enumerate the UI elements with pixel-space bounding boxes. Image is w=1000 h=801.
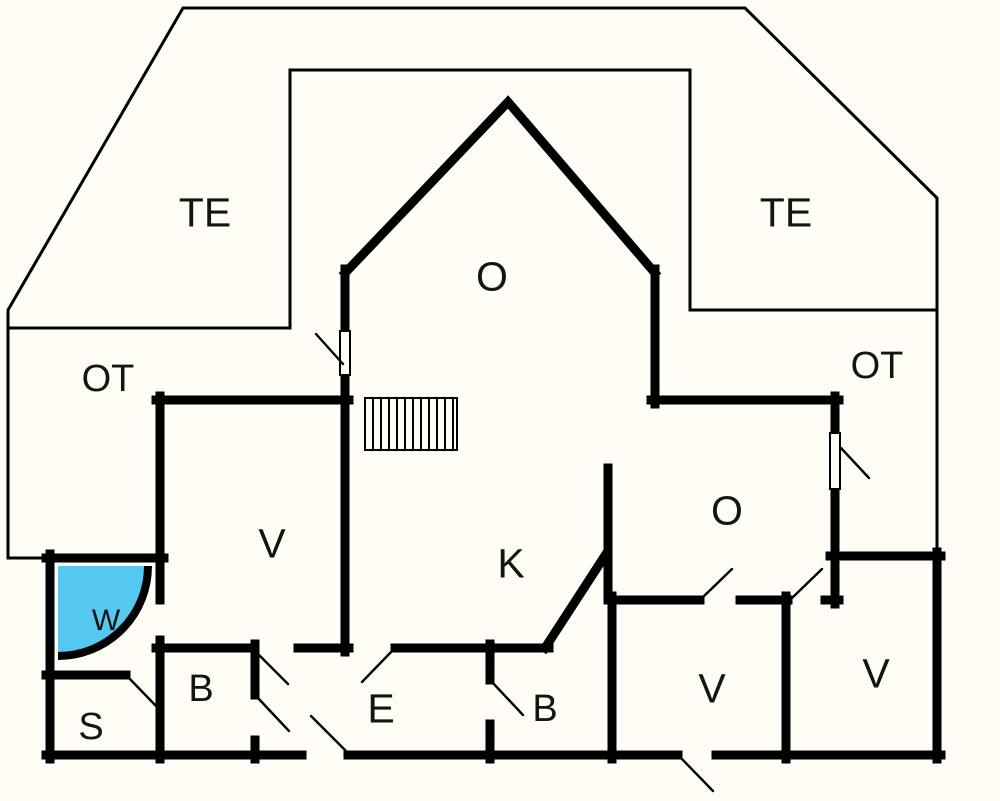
left-exterior-walls — [41, 264, 354, 764]
room-label-o-right: O — [711, 487, 743, 534]
shower-basin-arc — [57, 565, 152, 660]
exterior-walls — [41, 95, 946, 764]
room-label-te-right: TE — [759, 189, 813, 236]
interior-wall-segments — [151, 463, 844, 764]
room-label-k: K — [497, 540, 525, 587]
door-swings — [126, 332, 871, 793]
staircase-treads — [372, 398, 454, 450]
room-label-o-gable: O — [476, 253, 508, 300]
terrace-boundary-lines — [6, 6, 939, 560]
shower-basin — [57, 565, 152, 660]
room-label-v-upper: V — [258, 520, 286, 567]
windows — [339, 330, 841, 490]
gable-walls — [338, 95, 662, 280]
room-label-te-left: TE — [178, 189, 232, 236]
window-left — [339, 330, 351, 376]
room-label-e: E — [367, 685, 395, 732]
room-label-ot-right: OT — [850, 345, 904, 387]
outer-boundary-line — [6, 6, 939, 560]
shower-basin-fill — [58, 566, 148, 656]
room-label-v-middle: V — [698, 665, 726, 712]
room-label-w: W — [91, 604, 121, 637]
room-label-b-left: B — [188, 668, 214, 710]
room-label-s: S — [78, 706, 104, 748]
staircase-outline — [364, 397, 458, 451]
window-right — [829, 432, 841, 490]
staircase — [364, 397, 458, 451]
right-exterior-walls — [646, 264, 946, 764]
interior-walls — [151, 463, 844, 764]
room-label-ot-left: OT — [81, 358, 135, 400]
room-label-b-right: B — [532, 688, 558, 730]
terrace-divider-line — [8, 68, 937, 330]
door-swing-marks — [126, 332, 871, 793]
room-label-v-right: V — [862, 650, 890, 697]
